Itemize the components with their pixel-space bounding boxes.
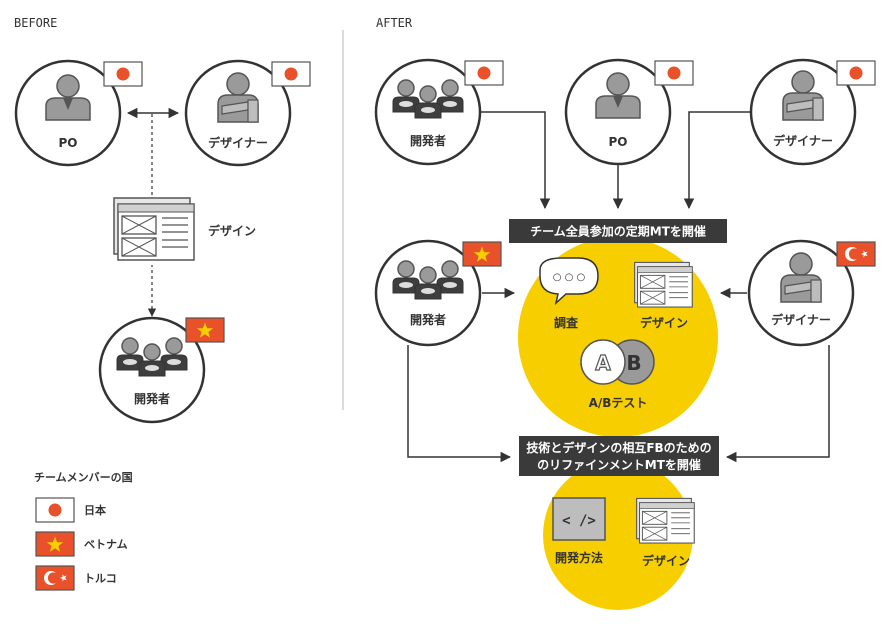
vietnam-flag-icon [462, 241, 502, 267]
before-design-doc [112, 195, 195, 265]
code-glyph: < /> [562, 513, 596, 529]
before-developer-node: 開発者 [98, 316, 225, 424]
japan-flag-icon [836, 60, 876, 86]
vietnam-flag-icon [185, 317, 225, 343]
after-designer-to-meeting2-arrow [725, 345, 830, 463]
meeting1-design-label: デザイン [640, 315, 688, 330]
after-dev-to-meeting2-arrow [407, 345, 512, 463]
meeting2-title-box [519, 436, 719, 476]
meeting1-title-box [509, 219, 727, 243]
japan-flag-icon [464, 60, 504, 86]
speech-dots: ○ ○ ○ [553, 272, 586, 283]
meeting1-title: チーム全員参加の定期MTを開催 [530, 224, 706, 239]
after-top-designer-label: デザイナー [773, 133, 833, 148]
japan-flag-icon [271, 61, 311, 87]
before-designer-node: デザイナー [184, 59, 311, 167]
after-top-po-node: PO [564, 58, 694, 166]
japan-flag-icon [103, 61, 143, 87]
after-top-po-label: PO [609, 135, 628, 149]
after-side-designer-node: デザイナー [747, 239, 876, 347]
meeting2-design-label: デザイン [642, 553, 690, 568]
b-letter: B [626, 351, 641, 375]
developers-icon [392, 79, 464, 119]
legend-vietnam-flag-icon [35, 531, 75, 557]
after-top-developer-label: 開発者 [410, 133, 446, 148]
after-side-designer-label: デザイナー [771, 312, 831, 327]
before-heading: BEFORE [14, 16, 57, 30]
design-doc-icon [634, 261, 693, 308]
legend-turkey-flag-icon [35, 565, 75, 591]
before-designer-label: デザイナー [208, 135, 268, 150]
code-icon [552, 497, 606, 541]
speech-bubble-icon [539, 257, 599, 306]
japan-flag-icon [654, 60, 694, 86]
meeting2-title-line1: 技術とデザインの相互FBのための [526, 440, 711, 455]
legend: チームメンバーの国 日本 ベトナム トルコ [34, 471, 133, 591]
design-doc-icon [113, 197, 195, 261]
after-dev-to-meeting1-arrow [480, 111, 551, 210]
after-side-developer-node: 開発者 [374, 239, 502, 347]
before-developer-label: 開発者 [134, 391, 170, 406]
legend-japan-flag-icon [35, 497, 75, 523]
after-side-developer-label: 開発者 [410, 312, 446, 327]
meeting1-research: ○ ○ ○ 調査 [539, 257, 599, 330]
legend-japan-label: 日本 [84, 503, 106, 517]
legend-vietnam-label: ベトナム [84, 538, 128, 551]
meeting2-design: デザイン [636, 497, 695, 568]
dev-method-label: 開発方法 [555, 550, 603, 565]
developers-icon [392, 260, 464, 300]
a-letter: A [595, 351, 611, 375]
after-top-designer-node: デザイナー [749, 58, 876, 166]
before-design-label: デザイン [208, 223, 256, 238]
meeting1-design: デザイン [634, 261, 693, 330]
meeting2-title-line2: のリファインメントMTを開催 [537, 457, 701, 472]
developers-icon [116, 337, 188, 377]
design-doc-icon [636, 497, 695, 544]
after-heading: AFTER [376, 16, 413, 30]
legend-title: チームメンバーの国 [34, 471, 133, 484]
turkey-flag-icon [836, 241, 876, 267]
legend-turkey-label: トルコ [84, 572, 117, 585]
research-label: 調査 [554, 315, 579, 330]
before-po-label: PO [59, 136, 78, 150]
meeting2-dev-method: < /> 開発方法 [552, 497, 606, 565]
abtest-label: A/Bテスト [589, 396, 648, 410]
after-designer-to-meeting1-arrow [683, 111, 751, 210]
before-po-node: PO [14, 59, 143, 167]
after-top-developer-node: 開発者 [374, 58, 504, 166]
a-circle-icon [580, 339, 626, 385]
meeting1-abtest: A B A/Bテスト [580, 339, 655, 410]
